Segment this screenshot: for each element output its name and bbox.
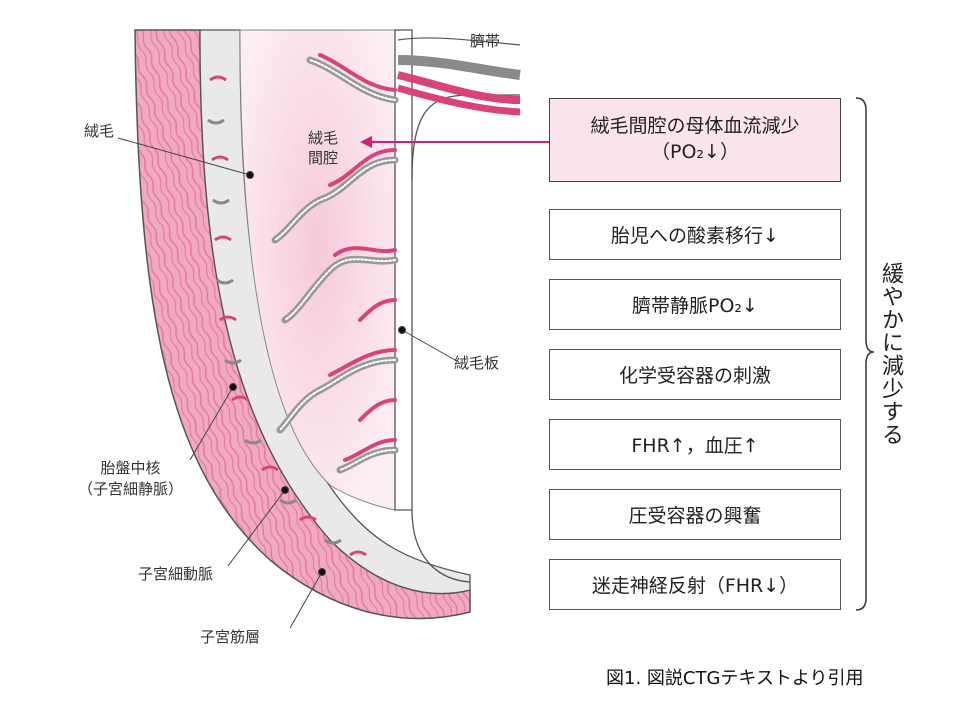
label-myometrium: 子宮筋層 <box>200 628 261 646</box>
flow-box-maternal-blood-flow: 絨毛間腔の母体血流減少 （PO₂↓） <box>549 98 841 182</box>
flow-box-fhr-bp: FHR↑，血圧↑ <box>549 419 841 470</box>
decidual-gray-vessels <box>207 118 342 545</box>
bracket-text: 緩やかに減少する <box>878 262 903 446</box>
flow-box-chemoreceptor: 化学受容器の刺激 <box>549 349 841 400</box>
label-placental-core-line1: 胎盤中核 <box>100 459 161 477</box>
label-villus: 絨毛 <box>84 122 115 140</box>
label-intervillous-line1: 絨毛 <box>308 129 339 147</box>
umbilical-cord <box>397 55 521 80</box>
label-uterine-arteriole: 子宮細動脈 <box>138 565 214 583</box>
label-intervillous-space: 絨毛 間腔 <box>308 128 338 168</box>
label-umbilical-cord: 臍帯 <box>470 32 501 50</box>
label-placental-core-line2: （子宮細静脈） <box>78 480 184 498</box>
flow-box-vagal-reflex: 迷走神経反射（FHR↓） <box>549 559 841 610</box>
intervillous-space <box>239 29 396 511</box>
flow-box-umbilical-vein-po2: 臍帯静脈PO₂↓ <box>549 279 841 330</box>
leader-lines <box>117 137 456 629</box>
highlight-arrow <box>360 136 549 148</box>
flow-bracket <box>855 97 875 611</box>
flow-box-1-line1: 絨毛間腔の母体血流減少 <box>590 115 800 138</box>
label-placental-core: 胎盤中核 （子宮細静脈） <box>78 458 183 500</box>
flow-box-1-line2: （PO₂↓） <box>651 141 739 163</box>
decidual-vessels <box>209 75 367 557</box>
villi-trees <box>271 53 399 474</box>
label-chorionic-plate: 絨毛板 <box>454 354 500 372</box>
label-intervillous-line2: 間腔 <box>308 149 339 167</box>
flow-box-fetal-oxygen: 胎児への酸素移行↓ <box>549 209 841 260</box>
flow-box-baroreceptor: 圧受容器の興奮 <box>549 489 841 540</box>
figure-caption: 図1. 図説CTGテキストより引用 <box>606 668 864 689</box>
